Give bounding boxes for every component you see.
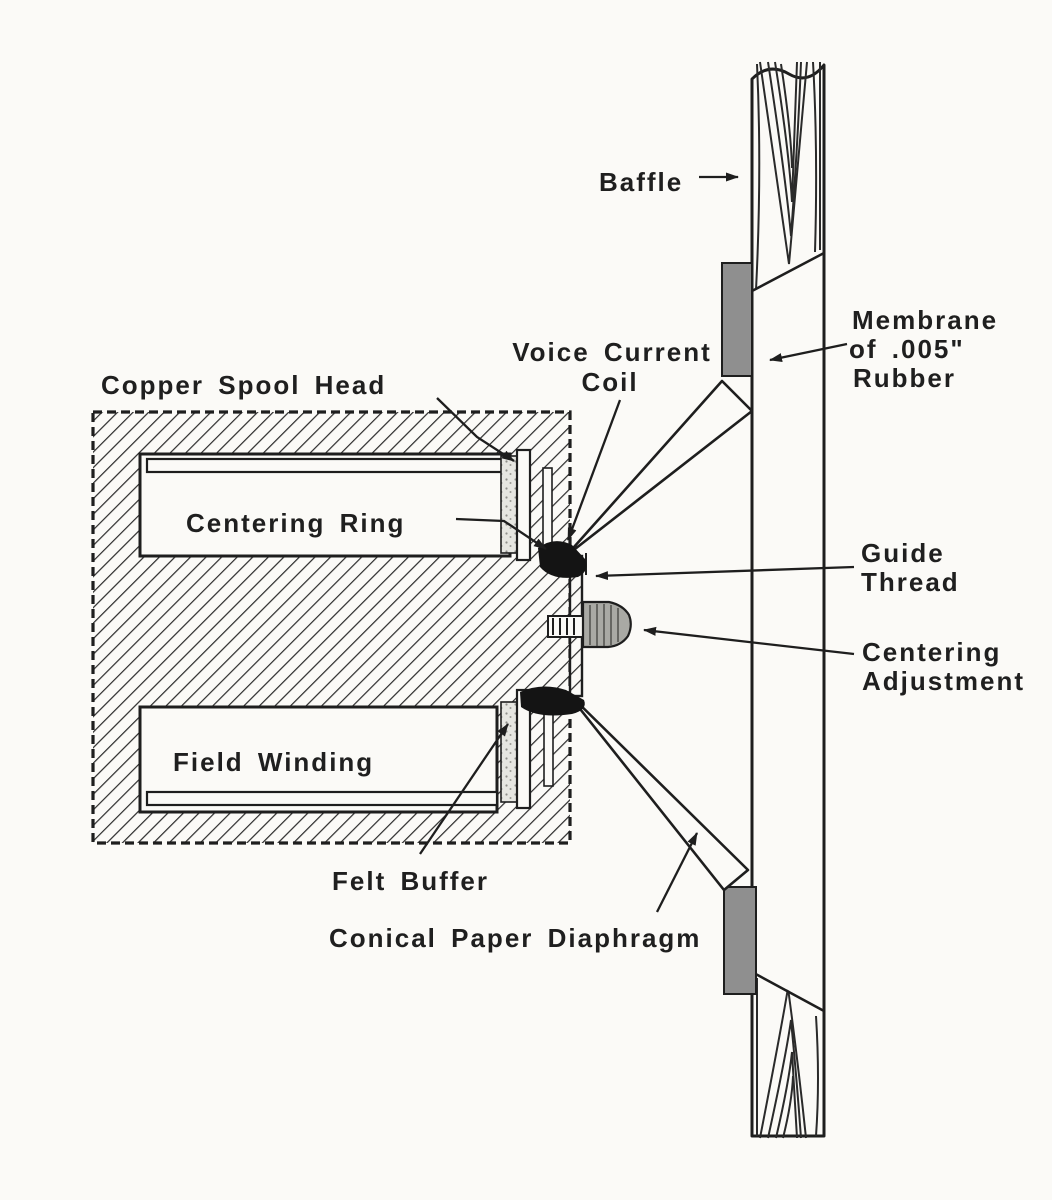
leader-conical-diaphragm [655, 832, 699, 913]
label-centering-adjustment-line1: Centering [862, 637, 1001, 667]
rubber-membrane-lower [723, 886, 757, 995]
baffle-board [750, 61, 826, 1139]
copper-spool-head-upper [515, 448, 532, 562]
label-baffle: Baffle [599, 167, 683, 197]
label-centering-adjustment-line2: Adjustment [862, 666, 1025, 696]
felt-buffer-upper [500, 455, 518, 554]
voice-coil-winding-lower [520, 686, 585, 716]
label-field-winding: Field Winding [173, 747, 374, 777]
label-membrane-line2: of .005" [849, 334, 965, 364]
label-membrane-line3: Rubber [853, 363, 956, 393]
centering-adjustment-screw [547, 600, 632, 649]
lower-spool-strip [145, 790, 499, 807]
voice-coil-winding-upper [538, 541, 587, 578]
baffle-board-outline [750, 63, 826, 1138]
leader-felt-buffer [419, 723, 509, 855]
diaphragm-lower-wedge [563, 688, 750, 892]
leader-centering-adjustment [643, 626, 855, 656]
label-voice-coil-line2: Coil [581, 367, 638, 397]
baffle-wood-grain-top [755, 61, 821, 291]
baffle-wood-cut-bottom [751, 970, 825, 1013]
voice-coil-former-upper [542, 467, 553, 547]
label-conical-diaphragm: Conical Paper Diaphragm [329, 923, 701, 953]
baffle-wood-cut-top [751, 251, 825, 293]
label-copper-spool-head: Copper Spool Head [101, 370, 386, 400]
labels: Baffle Membrane of .005" Rubber Voice Cu… [101, 167, 1025, 953]
rubber-membrane-upper [721, 262, 753, 377]
copper-spool-head-lower [515, 688, 532, 810]
leader-copper-spool-head [436, 397, 515, 462]
upper-spool-strip [145, 457, 504, 474]
label-membrane-line1: Membrane [852, 305, 998, 335]
baffle-wood-grain-bottom [756, 978, 819, 1139]
label-voice-coil-line1: Voice Current [512, 337, 712, 367]
label-felt-buffer: Felt Buffer [332, 866, 489, 896]
leader-lines [419, 172, 855, 913]
voice-coil-former-lower [543, 707, 554, 787]
diaphragm-upper-wedge [564, 379, 754, 558]
label-guide-thread-line1: Guide [861, 538, 945, 568]
leader-membrane [769, 342, 848, 362]
leader-voice-coil [566, 399, 622, 541]
felt-buffer-lower [500, 701, 518, 803]
field-magnet-block [91, 410, 584, 845]
leader-guide-thread [595, 565, 855, 581]
leader-centering-ring [455, 517, 547, 550]
label-guide-thread-line2: Thread [861, 567, 960, 597]
screw-knurled-head [581, 600, 632, 649]
conical-paper-diaphragm [563, 379, 754, 892]
label-centering-ring: Centering Ring [186, 508, 405, 538]
